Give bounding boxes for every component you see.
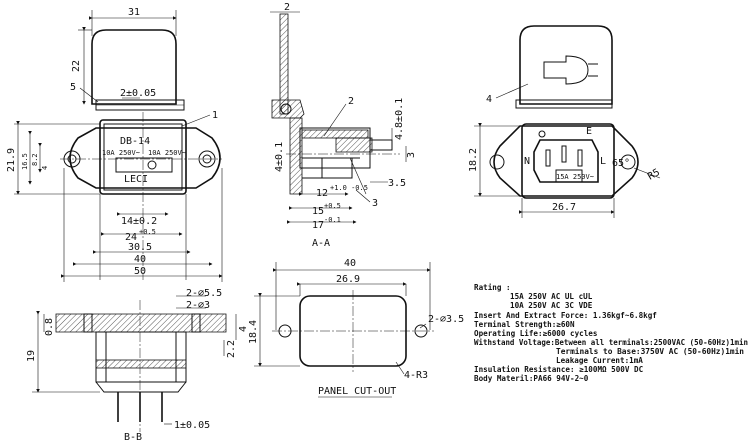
bb-dim-0-8: 0.8	[44, 318, 55, 336]
dim-30-5: 30.5	[128, 242, 152, 253]
rv-callout-4: 4	[486, 94, 492, 105]
pc-hole-right	[414, 324, 428, 338]
callout-1: 1	[212, 110, 218, 121]
section-a-a: 2 2 3 4.8±0.1 4±0.1 3 3.5 12 +1.0 -0.5 1…	[270, 2, 417, 249]
dim-8-2: 8.2	[31, 153, 39, 166]
bb-flange-section	[55, 313, 227, 333]
brand-name-label: LECI	[124, 174, 148, 185]
pc-title: PANEL CUT-OUT	[318, 386, 396, 397]
aa-dim-17: 17	[312, 220, 324, 231]
brand-model-label: DB-14	[120, 136, 150, 147]
front-view: 31 22 5 2±0.05 DB-14 LECI 10A 250V~ 10A …	[6, 7, 223, 282]
section-b-b: 2-∅5.5 2-∅3 0.8 19 4 2.2 1±0.05 B-B	[26, 288, 249, 443]
right-view: 4 65° R5 15A 250V~ N L E 18.2 26.7	[468, 25, 662, 218]
rv-dim-26-7: 26.7	[552, 202, 576, 213]
pc-dim-corner: 4-R3	[404, 370, 428, 381]
spec-withstand-2: Terminals to Base:3750V AC (50-60Hz)1min	[556, 347, 744, 356]
rv-label-l: L	[600, 156, 606, 167]
aa-lid-section	[279, 13, 289, 115]
bb-body	[95, 331, 187, 383]
aa-dim-top: 2	[284, 2, 290, 13]
bb-dim-2-2: 2.2	[226, 340, 237, 358]
mounting-hole-right	[198, 150, 216, 168]
aa-dim-12-tol: +1.0 -0.5	[330, 184, 368, 192]
bb-dim-19: 19	[26, 350, 37, 362]
spec-rating-ul: 15A 250V AC UL cUL	[510, 292, 593, 301]
spec-insert-force: Insert And Extract Force: 1.36kgf~6.8kgf	[474, 311, 657, 320]
pc-dim-26-9: 26.9	[336, 274, 360, 285]
rv-angle: 65°	[612, 158, 630, 169]
aa-callout-3: 3	[372, 198, 378, 209]
pc-dim-40: 40	[344, 258, 356, 269]
rv-label-e: E	[586, 126, 592, 137]
rv-dim-18-2: 18.2	[468, 148, 479, 172]
dim-40: 40	[134, 254, 146, 265]
spec-body-material: Body Materil:PA66 94V-2~0	[474, 374, 589, 383]
spec-operating-life: Operating Life:≥6000 cycles	[474, 329, 597, 338]
bb-dim-4: 4	[238, 326, 249, 332]
dim-pin-offset: 2±0.05	[120, 88, 156, 99]
rv-r5: R5	[646, 167, 662, 183]
aa-dim-15: 15	[312, 206, 324, 217]
rv-rating: 15A 250V~	[556, 173, 594, 181]
dim-top-31: 31	[128, 7, 140, 18]
dim-24: 24	[125, 232, 137, 243]
rating-right: 10A 250V~	[148, 149, 186, 157]
aa-dim-15-tol: +0.5	[324, 202, 341, 210]
dim-21-9: 21.9	[6, 148, 17, 172]
bb-dim-1: 1±0.05	[174, 420, 210, 431]
bb-dim-3: 2-∅3	[186, 300, 210, 311]
dim-lid-22: 22	[71, 60, 82, 72]
spec-withstand-1: Withstand Voltage:Between all terminals:…	[474, 338, 748, 347]
aa-callout-2: 2	[348, 96, 354, 107]
callout-5: 5	[70, 82, 76, 93]
dim-50: 50	[134, 266, 146, 277]
aa-dim-4-8: 4.8±0.1	[394, 98, 405, 140]
lid-outline	[91, 29, 177, 105]
mounting-flange	[69, 127, 221, 189]
bb-dim-5-5: 2-∅5.5	[186, 288, 222, 299]
rv-label-n: N	[524, 156, 530, 167]
aa-dim-4-side: 4±0.1	[274, 142, 285, 172]
rv-body	[521, 123, 615, 199]
aa-dim-3-5: 3.5	[388, 178, 406, 189]
dim-4: 4	[41, 166, 49, 170]
plug-icon	[543, 55, 589, 85]
spec-rating-label: Rating :	[474, 283, 511, 292]
spec-terminal-strength: Terminal Strength:≥60N	[474, 320, 575, 329]
dim-24-tol: +0.5	[139, 228, 156, 236]
rv-mount-hole	[620, 154, 636, 170]
aa-dim-3: 3	[406, 152, 417, 158]
spec-leakage: Leakage Current:1mA	[556, 356, 643, 365]
aa-dim-17-tol: -0.1	[324, 216, 341, 224]
spec-rating-vde: 10A 250V AC 3C VDE	[510, 301, 593, 310]
rv-lid	[519, 25, 613, 105]
spec-insulation: Insulation Resistance: ≥100MΩ 500V DC	[474, 365, 644, 374]
bb-title: B-B	[124, 432, 142, 443]
rating-left: 10A 250V~	[102, 149, 140, 157]
dim-14: 14±0.2	[121, 216, 157, 227]
aa-dim-12: 12	[316, 188, 328, 199]
rv-flange	[493, 125, 639, 197]
specifications: Rating : 15A 250V AC UL cUL 10A 250V AC …	[474, 283, 748, 383]
dim-16-5: 16.5	[21, 153, 29, 170]
panel-cutout: 40 26.9 18.4 2-∅3.5 4-R3 PANEL CUT-OUT	[248, 258, 464, 398]
aa-title: A-A	[312, 238, 330, 249]
pc-dim-18-4: 18.4	[248, 320, 259, 344]
pc-dim-hole: 2-∅3.5	[428, 314, 464, 325]
